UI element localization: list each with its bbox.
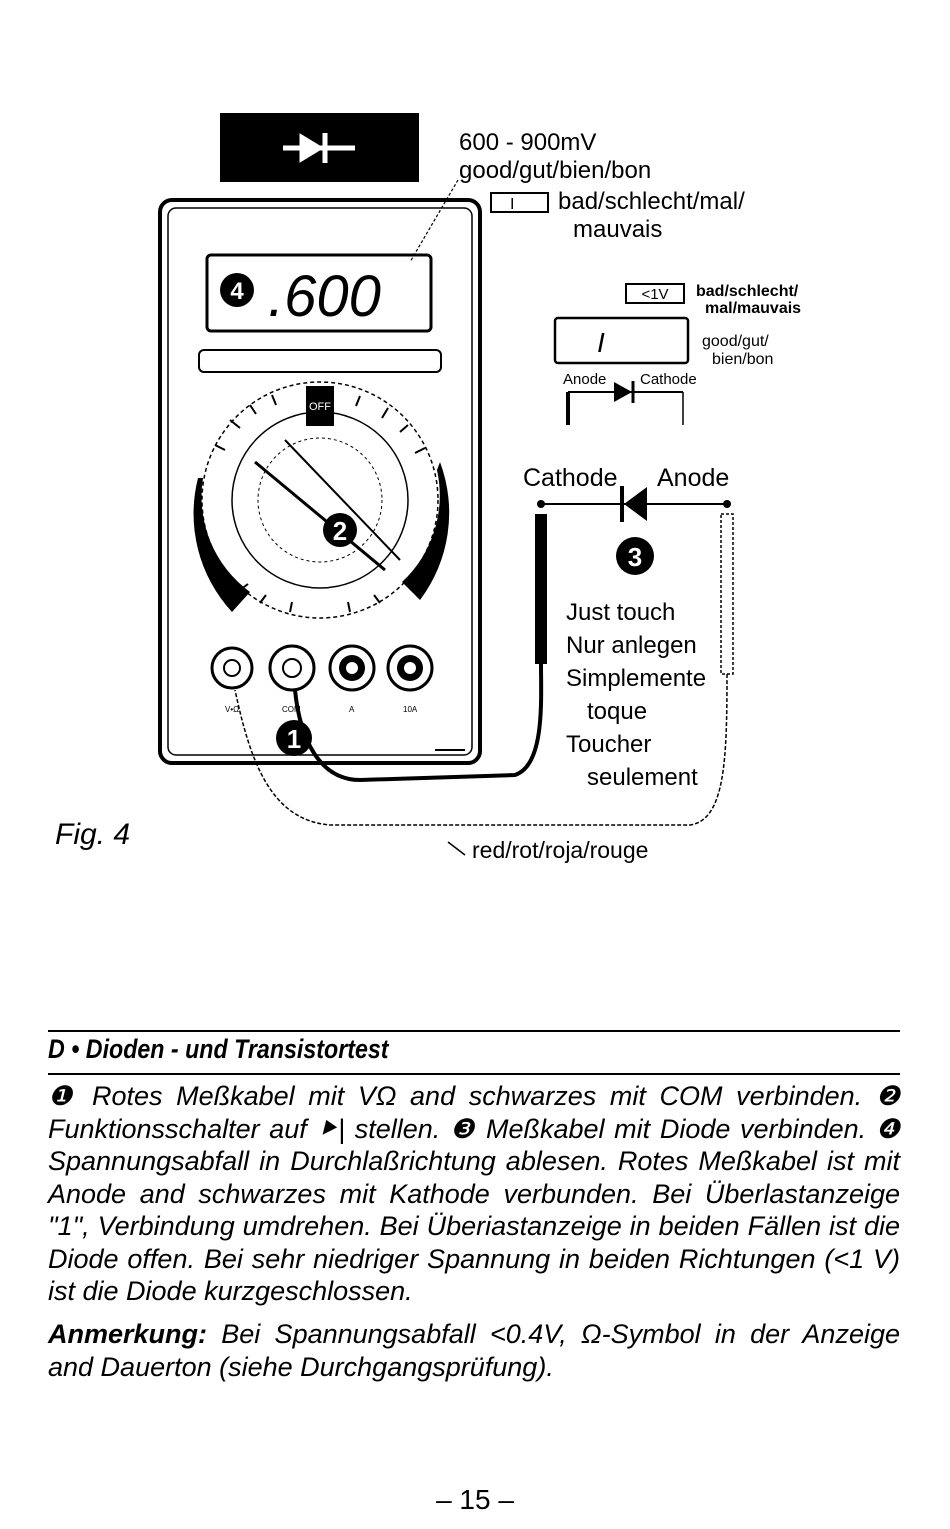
good-label: good/gut/bien/bon: [459, 157, 651, 184]
svg-text:2: 2: [333, 516, 347, 546]
step-4-marker: [220, 273, 254, 307]
good-range-label: 600 - 900mV: [459, 129, 596, 156]
page-number: – 15 –: [436, 1484, 514, 1515]
heading-rule-top: [48, 1030, 900, 1032]
bad-display: I: [510, 196, 514, 213]
bad-label-1: bad/schlecht/mal/: [558, 188, 745, 215]
svg-text:Simplemente: Simplemente: [566, 665, 706, 692]
short-display: <1V: [641, 286, 668, 303]
svg-text:Toucher: Toucher: [566, 731, 651, 758]
short-label-1: bad/schlecht/: [696, 283, 799, 300]
good-display: I: [597, 327, 605, 358]
figure-4: 600 - 900mV good/gut/bien/bon I bad/schl…: [158, 113, 801, 863]
good2-label-2: bien/bon: [712, 351, 773, 368]
step-2-marker: [323, 513, 357, 547]
small-cathode-label: Cathode: [640, 371, 697, 388]
heading-rule-bottom: [48, 1073, 900, 1075]
figure-title: Fig. 4: [55, 818, 131, 851]
short-label-2: mal/mauvais: [705, 300, 801, 317]
bad-label-2: mauvais: [573, 216, 662, 243]
anode-label: Anode: [657, 464, 729, 492]
note-paragraph: Anmerkung: Bei Spannungsabfall <0.4V, Ω-…: [48, 1318, 900, 1383]
svg-text:3: 3: [628, 542, 642, 572]
note-label: Anmerkung:: [48, 1319, 208, 1349]
cathode-label: Cathode: [523, 464, 618, 492]
step-3-marker: [616, 537, 654, 575]
svg-text:seulement: seulement: [587, 764, 698, 791]
black-probe: [535, 514, 547, 664]
small-anode-label: Anode: [563, 371, 606, 388]
diode-icon: [283, 133, 355, 163]
svg-text:1: 1: [287, 724, 301, 754]
svg-text:Nur anlegen: Nur anlegen: [566, 632, 697, 659]
section-heading: D • Dioden - und Transistortest: [48, 1034, 389, 1064]
instructions-paragraph: ❶ Rotes Meßkabel mit VΩ and schwarzes mi…: [48, 1081, 900, 1306]
svg-text:Just touch: Just touch: [566, 599, 675, 626]
red-probe: [720, 513, 734, 675]
jack-label-com: COM: [282, 705, 301, 714]
note-text: Bei Spannungsabfall <0.4V, Ω-Symbol in d…: [48, 1319, 900, 1382]
jack-label-10a: 10A: [403, 705, 418, 714]
svg-text:toque: toque: [587, 698, 647, 725]
lcd-reading: .600: [268, 264, 381, 329]
svg-text:4: 4: [230, 278, 244, 305]
small-diode-icon: [566, 381, 684, 425]
diode-component: [537, 486, 731, 522]
touch-instructions: Just touch Nur anlegen Simplemente toque…: [566, 599, 706, 791]
good2-label-1: good/gut/: [702, 333, 769, 350]
jack-label-vohm: V•Ω: [225, 705, 239, 714]
lead-label: red/rot/roja/rouge: [472, 837, 648, 863]
jack-label-a: A: [349, 705, 355, 714]
multimeter: 4 .600 OFF 2: [158, 198, 482, 765]
dial-off: OFF: [309, 401, 331, 413]
